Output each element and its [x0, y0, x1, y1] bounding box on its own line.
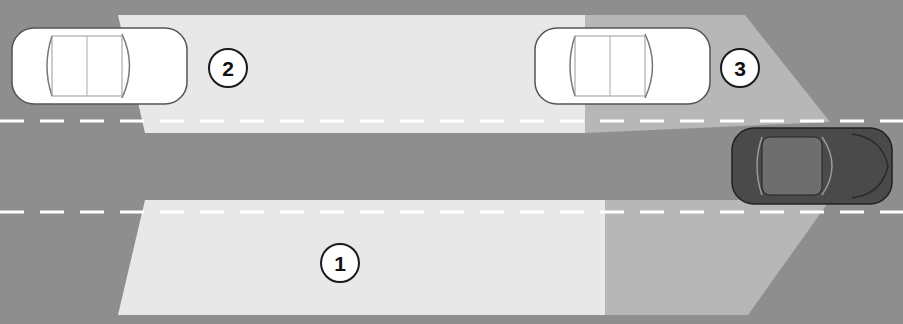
callout-number: 3 [734, 58, 746, 79]
callout-circle: 2 [208, 48, 248, 88]
callout-circle: 3 [720, 48, 760, 88]
callout-number: 1 [334, 253, 346, 274]
callout-circle: 1 [320, 243, 360, 283]
callout-number: 2 [222, 58, 234, 79]
